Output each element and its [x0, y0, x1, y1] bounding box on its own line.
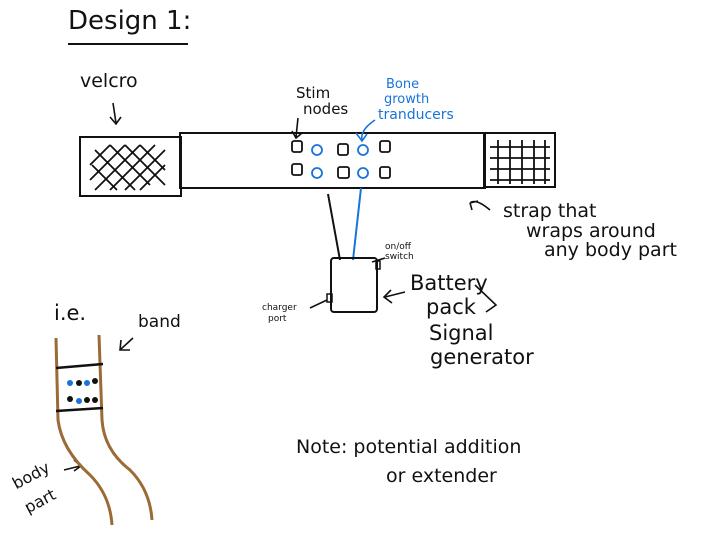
signal-label-line2: generator	[430, 345, 534, 369]
battery-label-line1: Battery	[410, 271, 488, 295]
charger-arrow	[309, 299, 328, 309]
transducer	[311, 167, 323, 179]
right-velcro-pad	[483, 132, 556, 188]
strap-label-line1: strap that	[503, 200, 597, 222]
transducer	[357, 167, 369, 179]
body-part-illustration	[54, 334, 154, 526]
note-line1: Note: potential addition	[296, 436, 522, 458]
battery-label-line2: pack	[426, 295, 476, 319]
velcro-label: velcro	[80, 70, 138, 92]
stim-nodes-label-line1: Stim	[296, 84, 331, 102]
strap-label-line2: wraps around	[526, 220, 656, 242]
transducer	[311, 144, 323, 156]
ie-label: i.e.	[54, 301, 87, 325]
charger-label-line2: port	[268, 314, 287, 324]
signal-bracket	[474, 284, 498, 313]
black-wire	[327, 193, 341, 261]
diagram-title: Design 1:	[68, 6, 192, 36]
transducer	[357, 144, 369, 156]
stim-node	[337, 166, 350, 179]
battery-arrow	[382, 289, 406, 304]
bone-label-line1: Bone	[386, 77, 420, 92]
blue-wire	[352, 187, 362, 261]
switch-arrow	[371, 257, 386, 263]
note-line2: or extender	[386, 465, 497, 487]
stim-node	[291, 140, 303, 153]
strap-body	[179, 132, 486, 189]
signal-label-line1: Signal	[429, 321, 494, 345]
band-top-edge	[55, 362, 104, 370]
stim-node	[337, 143, 349, 156]
stim-nodes-label-line2: nodes	[303, 100, 349, 118]
band-bottom-edge	[55, 406, 104, 413]
bone-transducers	[311, 144, 369, 179]
strap-arrow	[469, 200, 491, 211]
bone-label-line2: growth	[384, 92, 430, 107]
stim-nodes	[291, 140, 391, 179]
bone-label-line3: tranducers	[378, 107, 454, 123]
stim-arrow	[291, 117, 303, 140]
stim-node	[379, 140, 391, 153]
battery-pack	[326, 257, 381, 313]
stim-node	[379, 166, 391, 179]
on-off-label-line2: switch	[385, 252, 414, 262]
charger-label-line1: charger	[262, 303, 297, 313]
velcro-arrow	[109, 102, 122, 126]
stim-node	[291, 163, 303, 176]
band-label: band	[138, 312, 181, 332]
band-arrow	[119, 337, 134, 351]
charger-port	[326, 293, 333, 303]
on-off-switch	[375, 260, 381, 270]
left-velcro-pad	[79, 136, 182, 197]
on-off-label-line1: on/off	[385, 242, 411, 252]
strap-label-line3: any body part	[544, 239, 677, 261]
transducer-arrow	[355, 119, 376, 143]
